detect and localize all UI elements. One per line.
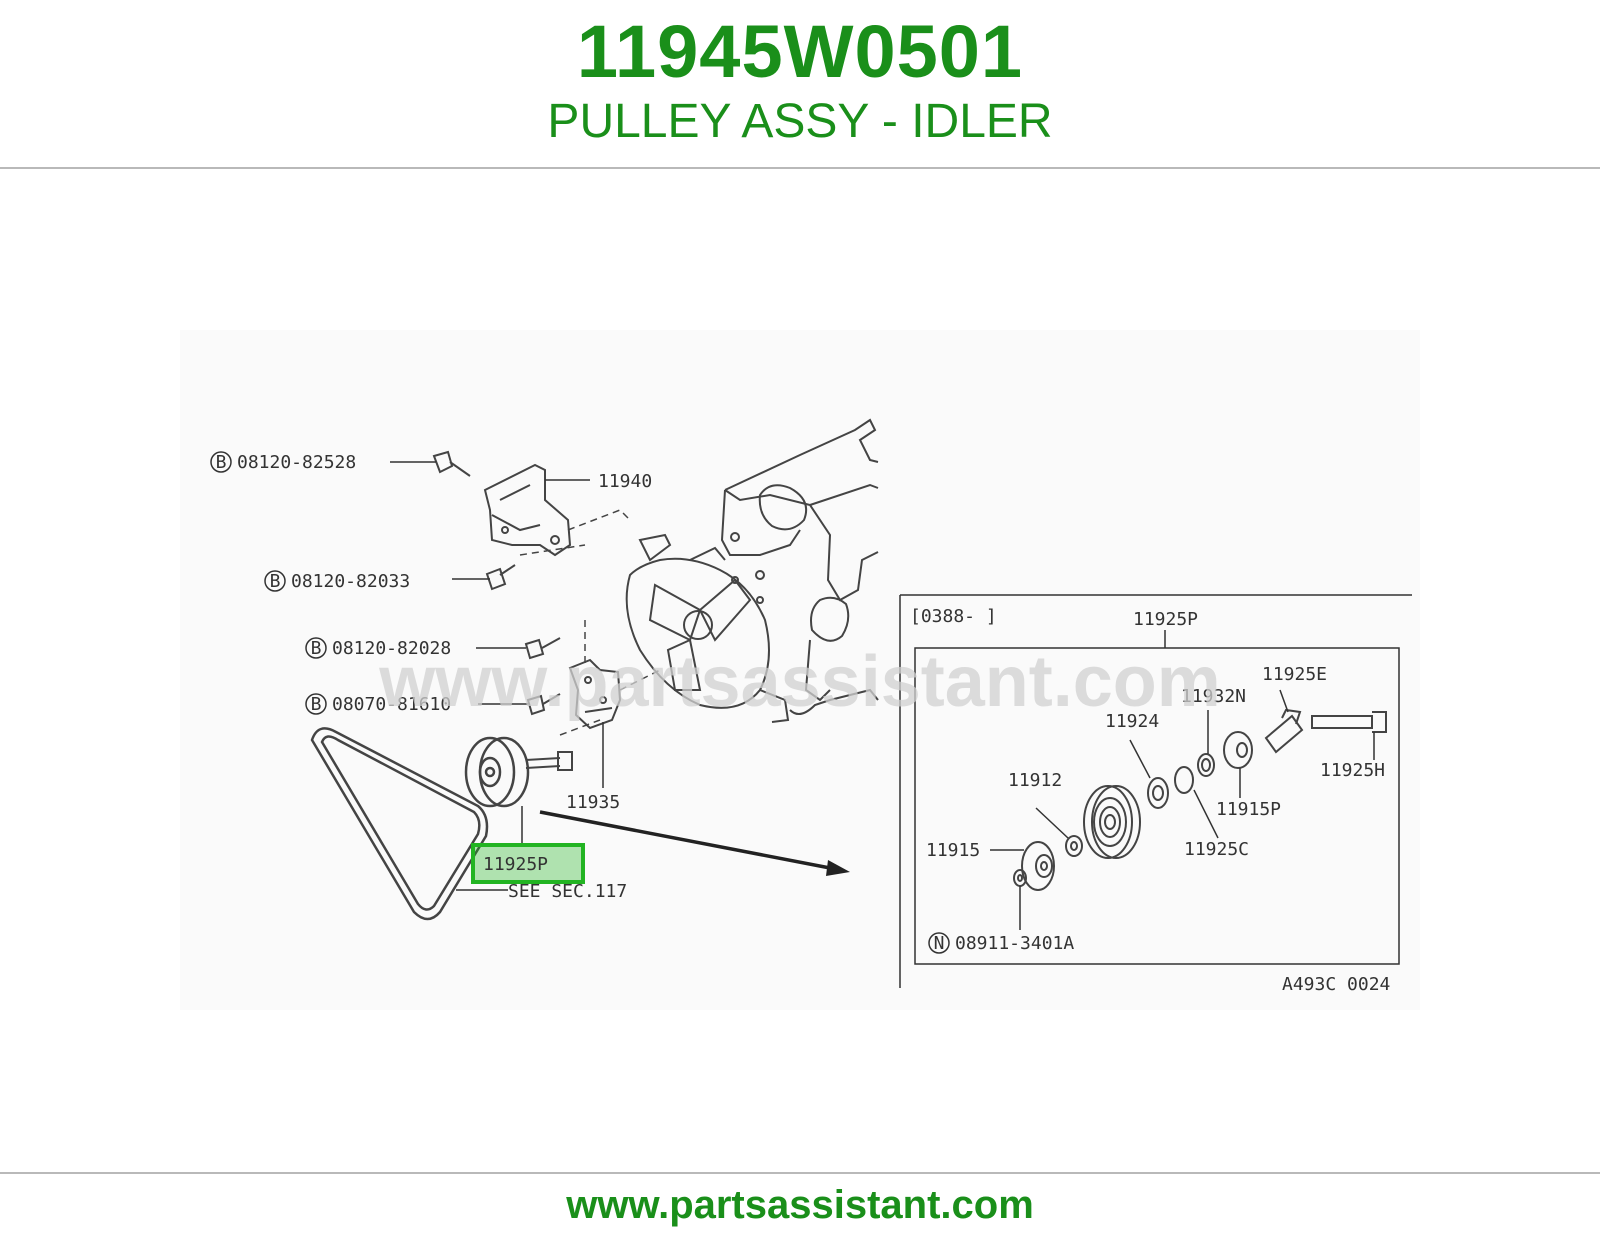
- inset-label-08911-3401A: 08911-3401A: [955, 933, 1074, 954]
- bolt-marker-3: B: [305, 637, 327, 659]
- callout-08120-82528: 08120-82528: [237, 452, 356, 473]
- engine-block: [720, 418, 879, 715]
- bolt-marker-1: B: [210, 451, 232, 473]
- inset-leaders: [990, 689, 1375, 930]
- inset-label-11915: 11915: [926, 840, 980, 861]
- inset-label-11925H: 11925H: [1320, 760, 1385, 781]
- inset-label-11925C: 11925C: [1184, 839, 1249, 860]
- page-header: 11945W0501 PULLEY ASSY - IDLER: [0, 0, 1600, 168]
- bracket-11935: [568, 658, 622, 730]
- header-divider: [0, 167, 1600, 169]
- nut-marker-letter: N: [934, 933, 945, 954]
- inset-spacer-11932N: [1197, 753, 1215, 777]
- bolt-marker-letter: B: [216, 452, 227, 473]
- figure-code: A493C 0024: [1282, 974, 1390, 995]
- callout-08120-82028: 08120-82028: [332, 638, 451, 659]
- inset-snap-ring: [1174, 766, 1194, 794]
- fan-assembly: [625, 533, 790, 723]
- idler-pulley: [464, 736, 530, 808]
- callout-11935: 11935: [566, 792, 620, 813]
- inset-label-11912: 11912: [1008, 770, 1062, 791]
- dashed-link-upper: [519, 509, 631, 556]
- detail-arrow: [539, 810, 850, 876]
- inset-bolt-11925H: [1311, 711, 1387, 733]
- bolt-lower-1: [524, 637, 561, 660]
- callout-11940: 11940: [598, 471, 652, 492]
- bolt-marker-letter: B: [311, 638, 322, 659]
- callout-11925P-highlighted[interactable]: 11925P: [483, 854, 548, 875]
- inset-shaft-11925E: [1264, 708, 1304, 754]
- inset-label-11915P: 11915P: [1216, 799, 1281, 820]
- part-name-subtitle: PULLEY ASSY - IDLER: [547, 95, 1053, 148]
- watermark: www.partsassistant.com: [378, 642, 1221, 722]
- inset-label-11925E: 11925E: [1262, 664, 1327, 685]
- inset-label-11924: 11924: [1105, 711, 1159, 732]
- callout-see-sec-117: SEE SEC.117: [508, 881, 627, 902]
- inset-plate-11915: [1021, 841, 1055, 891]
- bolt-marker-4: B: [305, 693, 327, 715]
- v-belt: [310, 727, 489, 921]
- highlight-box: [471, 843, 585, 884]
- bolt-lower-2: [526, 693, 561, 716]
- part-number-title: 11945W0501: [576, 10, 1024, 93]
- inset-label-11932N: 11932N: [1181, 686, 1246, 707]
- dashed-link-lower: [559, 620, 661, 736]
- callout-08120-82033: 08120-82033: [291, 571, 410, 592]
- inset-frame: [899, 594, 1412, 988]
- bolt-upper-2: [485, 564, 516, 591]
- diagram-background: [180, 330, 1420, 1010]
- bolt-marker-letter: B: [270, 571, 281, 592]
- pulley-bolt: [525, 751, 573, 771]
- inset-washer-11912: [1065, 835, 1083, 857]
- inset-pulley-11924: [1083, 785, 1141, 859]
- inset-date-code: [0388- ]: [910, 606, 997, 627]
- inset-washer-11915P: [1223, 731, 1253, 769]
- callout-08070-81610: 08070-81610: [332, 694, 451, 715]
- bolt-marker-letter: B: [311, 694, 322, 715]
- bolt-upper-1: [432, 450, 471, 477]
- inset-assembly-label: 11925P: [1133, 609, 1198, 630]
- footer-divider: [0, 1172, 1600, 1174]
- bolt-marker-2: B: [264, 570, 286, 592]
- nut-marker: N: [928, 932, 950, 954]
- bracket-11940: [483, 463, 572, 557]
- footer-website-link[interactable]: www.partsassistant.com: [566, 1183, 1034, 1227]
- inset-bearing: [1147, 777, 1169, 809]
